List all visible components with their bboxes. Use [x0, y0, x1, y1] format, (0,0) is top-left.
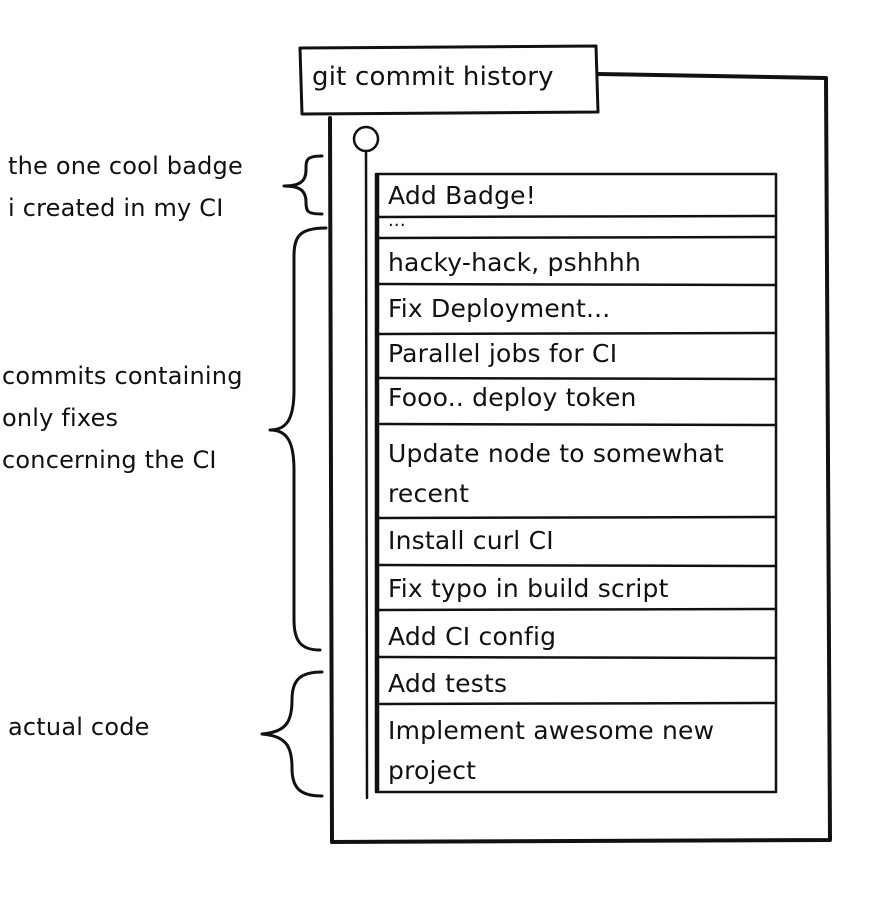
commit-implement-project: Implement awesome new project — [388, 716, 715, 785]
commit-ellipsis: ... — [388, 210, 406, 231]
timeline-start-node — [352, 125, 380, 153]
annotation-actual-code: actual code — [8, 713, 150, 741]
commit-fix-deployment: Fix Deployment... — [388, 294, 611, 323]
annotation-badge: the one cool badge i created in my CI — [8, 152, 243, 222]
commit-add-badge: Add Badge! — [388, 181, 536, 210]
commit-update-node: Update node to somewhat recent — [388, 439, 724, 508]
actual-code-brace — [260, 670, 324, 798]
commit-deploy-token: Fooo.. deploy token — [388, 383, 637, 412]
title-tab — [298, 44, 600, 116]
ci-fixes-brace — [268, 226, 328, 652]
commit-separators — [374, 214, 778, 706]
commit-add-ci-config: Add CI config — [388, 622, 557, 651]
commit-fix-typo: Fix typo in build script — [388, 574, 669, 603]
commit-parallel-jobs: Parallel jobs for CI — [388, 339, 618, 368]
timeline-line — [364, 149, 369, 800]
diagram-title: git commit history — [312, 62, 554, 92]
commit-list-border — [374, 172, 778, 794]
badge-brace — [282, 154, 324, 216]
annotation-ci-fixes: commits containing only fixes concerning… — [2, 362, 243, 474]
commit-install-curl: Install curl CI — [388, 526, 554, 555]
history-container — [328, 72, 832, 844]
commit-add-tests: Add tests — [388, 669, 508, 698]
commit-hacky-hack: hacky-hack, pshhhh — [388, 248, 642, 277]
